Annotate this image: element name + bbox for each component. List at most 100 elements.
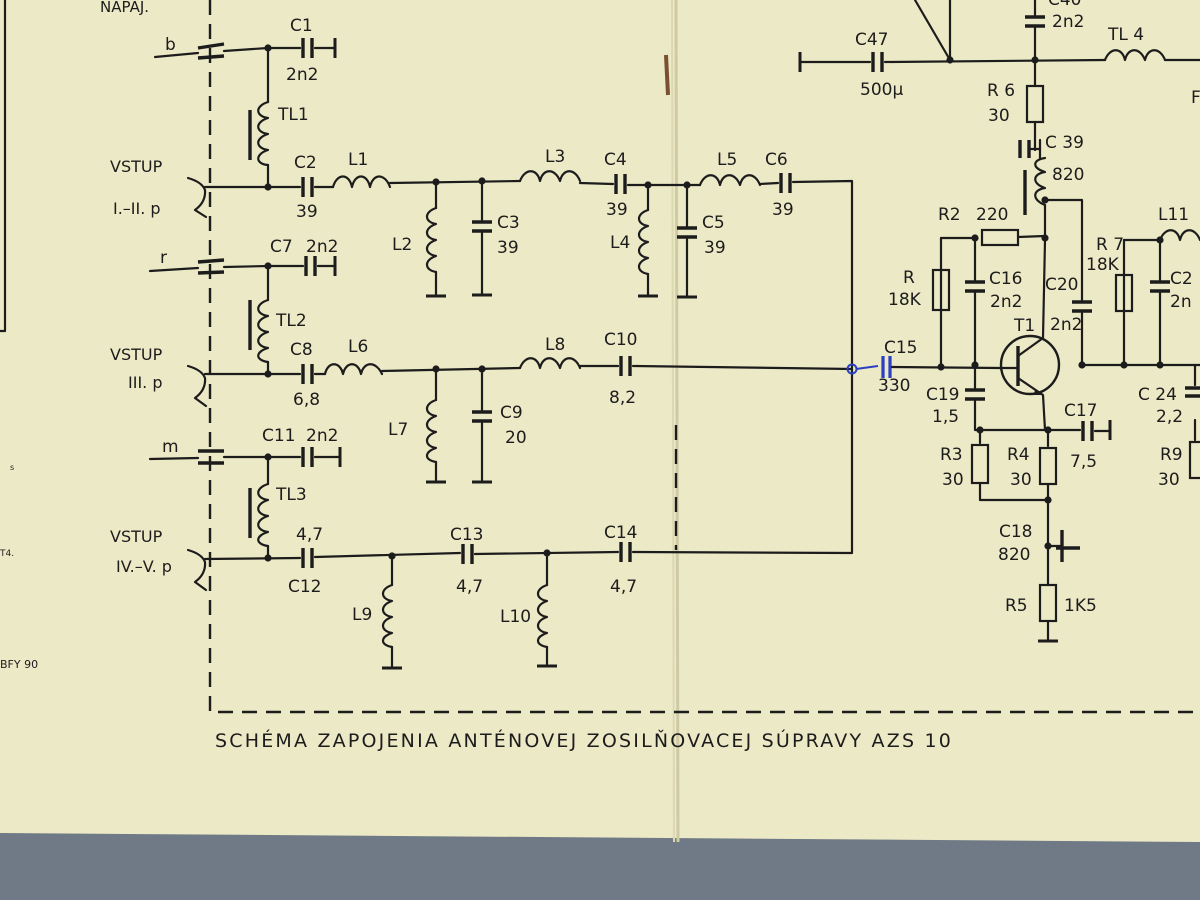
label-tl1: TL1 xyxy=(277,105,309,125)
junction-dot xyxy=(1044,426,1052,434)
label-tl2: TL2 xyxy=(275,311,307,331)
input-stage-2 xyxy=(148,256,854,484)
booklet-page xyxy=(0,0,1200,842)
label-tl4: TL 4 xyxy=(1107,25,1144,45)
label-c4: C4 xyxy=(604,150,627,170)
value-c15: 330 xyxy=(878,376,910,396)
junction-dot xyxy=(264,554,272,562)
junction-dot xyxy=(264,453,272,461)
label-r2: R2 xyxy=(938,205,961,225)
label-l4: L4 xyxy=(610,233,630,253)
value-c11: 2n2 xyxy=(306,426,338,446)
label-c39: C 39 xyxy=(1045,133,1084,153)
value-c8: 6,8 xyxy=(293,390,320,410)
junction-dot xyxy=(478,177,486,185)
value-c12: 4,7 xyxy=(296,525,323,545)
label-c13: C13 xyxy=(450,525,484,545)
label-c11: C11 xyxy=(262,426,296,446)
margin-text-t4: T4. xyxy=(0,549,14,559)
value-c9: 20 xyxy=(505,428,527,448)
label-l2: L2 xyxy=(392,235,412,255)
input-stage-3 xyxy=(148,367,854,670)
label-c16: C16 xyxy=(989,269,1023,289)
junction-dot xyxy=(946,56,954,64)
feed-label-m: m xyxy=(162,437,179,457)
value-r2: 220 xyxy=(976,205,1008,225)
value-c2: 39 xyxy=(296,202,318,222)
value-c5: 39 xyxy=(704,238,726,258)
label-c5: C5 xyxy=(702,213,725,233)
junction-dot xyxy=(971,234,979,242)
value-c10: 8,2 xyxy=(609,388,636,408)
input-title-2: VSTUP xyxy=(110,345,163,364)
margin-text-bfy90: BFY 90 xyxy=(0,658,38,671)
value-c16: 2n2 xyxy=(990,292,1022,312)
value-c47: 500µ xyxy=(860,80,903,100)
junction-dot xyxy=(264,370,272,378)
value-c13: 4,7 xyxy=(456,577,483,597)
value-c20: 2n2 xyxy=(1050,315,1082,335)
value-c3: 39 xyxy=(497,238,519,258)
label-r3: R3 xyxy=(940,445,963,465)
junction-dot xyxy=(683,181,691,189)
value-r: 18K xyxy=(888,290,922,310)
edge-fragment-f: F xyxy=(1191,88,1200,108)
junction-dot xyxy=(543,549,551,557)
junction-dot xyxy=(1041,234,1049,242)
junction-dots xyxy=(264,44,1164,562)
junction-dot xyxy=(432,365,440,373)
value-r3: 30 xyxy=(942,470,964,490)
label-l1: L1 xyxy=(348,150,368,170)
junction-dot xyxy=(264,262,272,270)
value-r9: 30 xyxy=(1158,470,1180,490)
value-c18: 820 xyxy=(998,545,1030,565)
staple-top xyxy=(664,54,670,96)
label-l7: L7 xyxy=(388,420,408,440)
feed-label-b: b xyxy=(165,35,176,55)
label-l8: L8 xyxy=(545,335,565,355)
junction-dot xyxy=(1044,542,1052,550)
table-surface xyxy=(0,835,1200,900)
junction-dot xyxy=(1120,361,1128,369)
value-c19: 1,5 xyxy=(932,407,959,427)
label-r4: R4 xyxy=(1007,445,1030,465)
label-r6: R 6 xyxy=(987,81,1015,101)
label-c20: C20 xyxy=(1045,275,1079,295)
junction-dot xyxy=(432,178,440,186)
value-c24: 2,2 xyxy=(1156,407,1183,427)
label-c14: C14 xyxy=(604,523,638,543)
label-c18: C18 xyxy=(999,522,1033,542)
label-t1: T1 xyxy=(1013,316,1035,336)
label-c24: C 24 xyxy=(1138,385,1177,405)
junction-dot xyxy=(1078,361,1086,369)
resistor-r7-body xyxy=(1114,273,1134,313)
input-band-1: I.–II. p xyxy=(113,199,161,218)
label-c10: C10 xyxy=(604,330,638,350)
label-c8: C8 xyxy=(290,340,313,360)
label-l10: L10 xyxy=(500,607,531,627)
margin-text-s: s xyxy=(10,463,14,472)
label-c1: C1 xyxy=(290,16,313,36)
junction-dot xyxy=(264,44,272,52)
value-c40: 2n2 xyxy=(1052,12,1084,32)
junction-dot xyxy=(971,361,979,369)
label-c15: C15 xyxy=(884,338,918,358)
junction-dot xyxy=(1156,236,1164,244)
label-r5: R5 xyxy=(1005,596,1028,616)
input-title-3: VSTUP xyxy=(110,527,163,546)
value-c21: 2n xyxy=(1170,292,1192,312)
input-stage-1 xyxy=(153,38,854,370)
label-r7: R 7 xyxy=(1096,235,1124,255)
label-r: R xyxy=(903,268,915,288)
value-r7: 18K xyxy=(1086,255,1120,275)
value-c7: 2n2 xyxy=(306,237,338,257)
label-c7: C7 xyxy=(270,237,293,257)
label-c17: C17 xyxy=(1064,401,1098,421)
junction-dot xyxy=(264,183,272,191)
label-c19: C19 xyxy=(926,385,960,405)
junction-dot xyxy=(1031,56,1039,64)
label-l3: L3 xyxy=(545,147,565,167)
label-c3: C3 xyxy=(497,213,520,233)
label-tl3: TL3 xyxy=(275,485,307,505)
